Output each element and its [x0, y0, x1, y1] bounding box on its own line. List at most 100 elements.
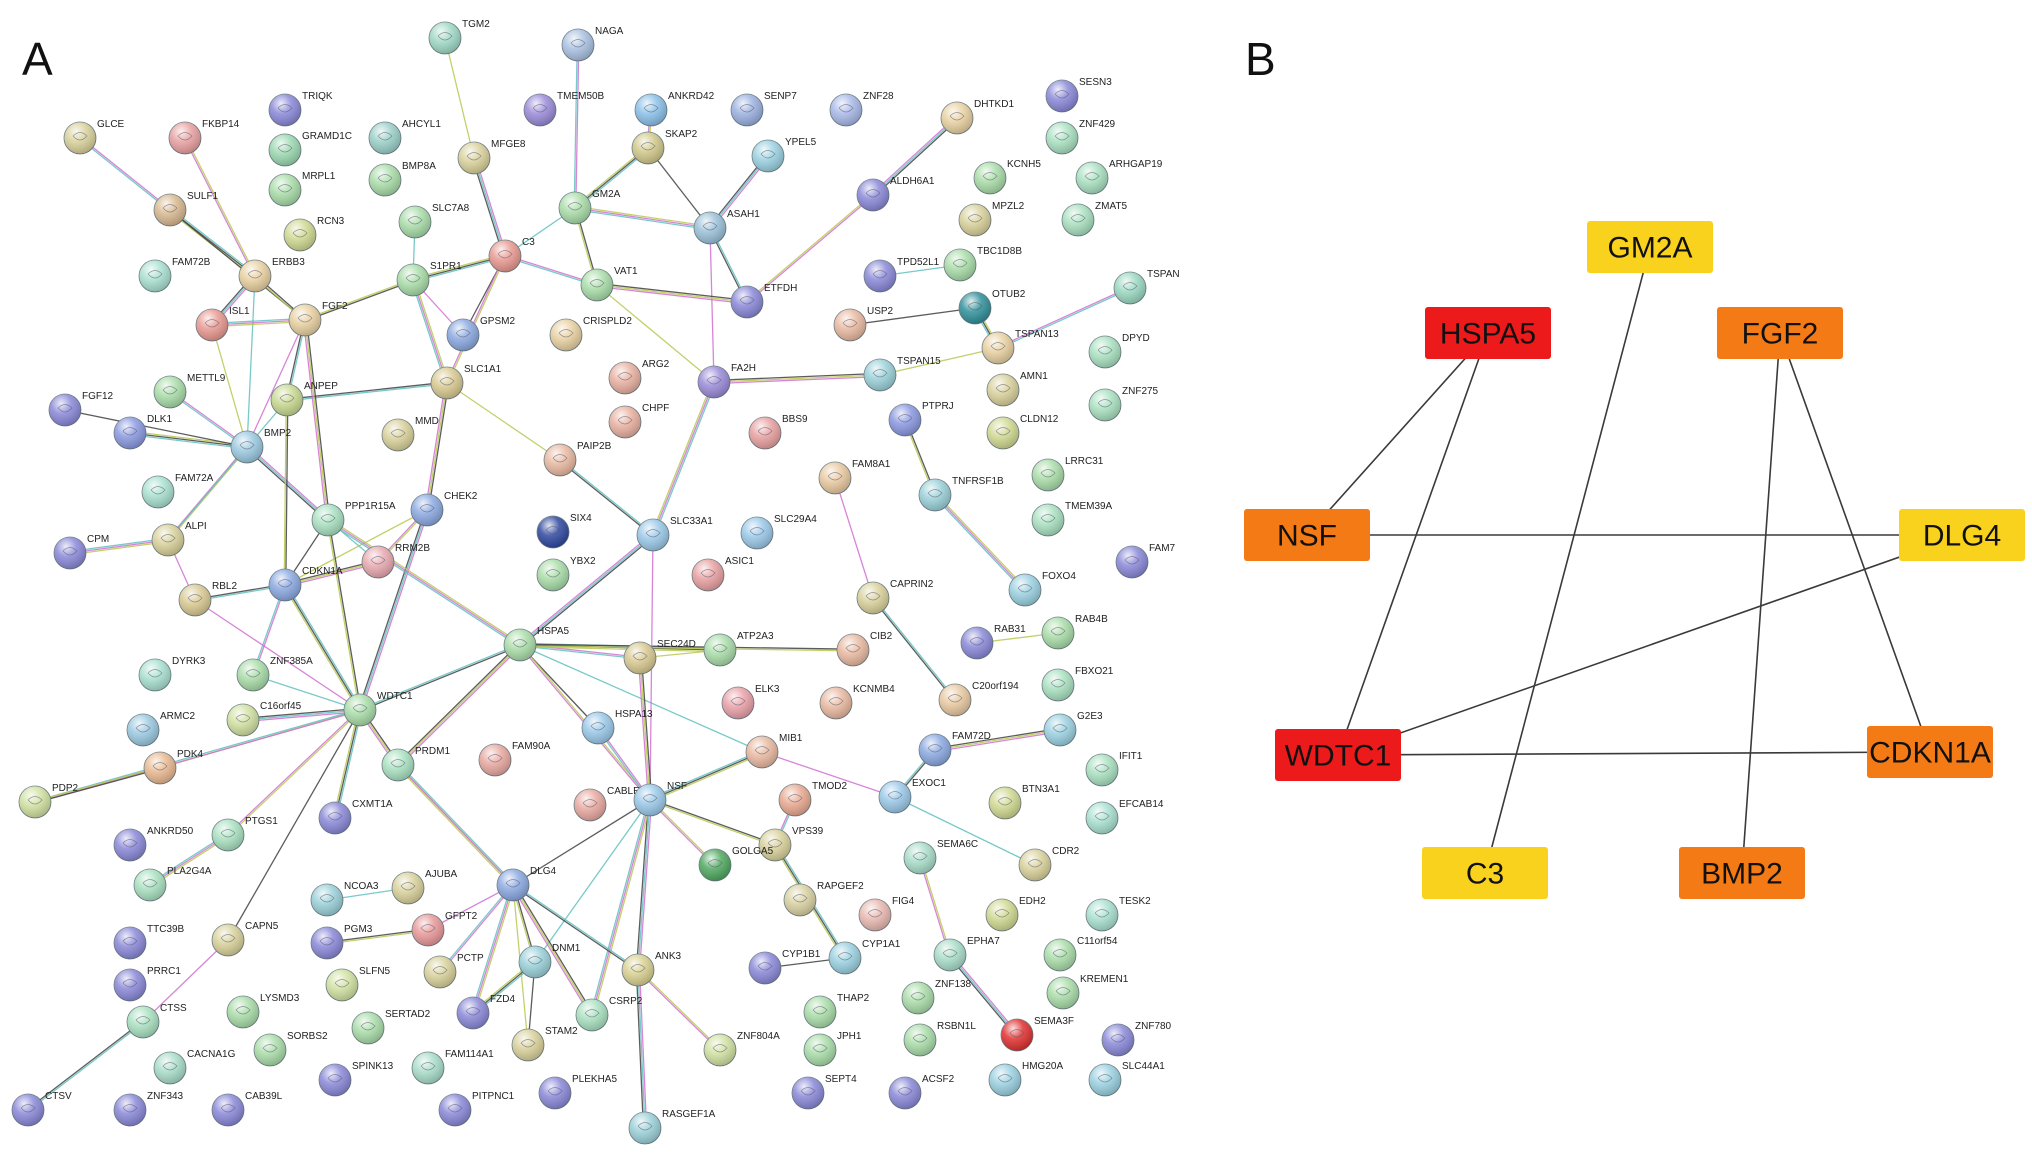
protein-node-alpi[interactable]: ALPI [151, 521, 207, 557]
protein-node-slc33a1[interactable]: SLC33A1 [636, 516, 713, 552]
protein-node-mettl9[interactable]: METTL9 [153, 373, 226, 409]
protein-node-s1pr1[interactable]: S1PR1 [396, 261, 462, 297]
protein-node-cyp1a1[interactable]: CYP1A1 [828, 939, 901, 975]
protein-node-fam8a1[interactable]: FAM8A1 [818, 459, 891, 495]
protein-node-c20orf194[interactable]: C20orf194 [938, 681, 1019, 717]
protein-node-amn1[interactable]: AMN1 [986, 371, 1048, 407]
protein-node-znf429[interactable]: ZNF429 [1045, 119, 1116, 155]
protein-node-stam2[interactable]: STAM2 [511, 1026, 578, 1062]
protein-node-pla2g4a[interactable]: PLA2G4A [133, 866, 212, 902]
protein-node-cables1[interactable]: CABLES1 [573, 786, 652, 822]
protein-node-cyp1b1[interactable]: CYP1B1 [748, 949, 821, 985]
hub-node-fgf2[interactable]: FGF2 [1717, 307, 1843, 359]
protein-node-gm2a[interactable]: GM2A [558, 189, 621, 225]
protein-node-pctp[interactable]: PCTP [423, 953, 484, 989]
protein-node-dpyd[interactable]: DPYD [1088, 333, 1150, 369]
protein-node-cxmt1a[interactable]: CXMT1A [318, 799, 393, 835]
protein-node-znf28[interactable]: ZNF28 [829, 91, 894, 127]
protein-node-chek2[interactable]: CHEK2 [410, 491, 478, 527]
protein-node-golga5[interactable]: GOLGA5 [698, 846, 774, 882]
protein-node-gfpt2[interactable]: GFPT2 [411, 911, 478, 947]
protein-node-mib1[interactable]: MIB1 [745, 733, 803, 769]
protein-node-sulf1[interactable]: SULF1 [153, 191, 219, 227]
protein-node-g2e3[interactable]: G2E3 [1043, 711, 1103, 747]
protein-node-bbs9[interactable]: BBS9 [748, 414, 808, 450]
protein-node-ahcyl1[interactable]: AHCYL1 [368, 119, 441, 155]
protein-node-rcn3[interactable]: RCN3 [283, 216, 345, 252]
protein-node-rbl2[interactable]: RBL2 [178, 581, 237, 617]
protein-node-gramd1c[interactable]: GRAMD1C [268, 131, 352, 167]
protein-node-skap2[interactable]: SKAP2 [631, 129, 698, 165]
protein-node-mmd[interactable]: MMD [381, 416, 439, 452]
protein-node-c11orf54[interactable]: C11orf54 [1043, 936, 1118, 972]
protein-node-acsf2[interactable]: ACSF2 [888, 1074, 955, 1110]
protein-node-tbc1d8b[interactable]: TBC1D8B [943, 246, 1022, 282]
protein-node-rab31[interactable]: RAB31 [960, 624, 1026, 660]
protein-node-slfn5[interactable]: SLFN5 [325, 966, 391, 1002]
protein-node-asic1[interactable]: ASIC1 [691, 556, 754, 592]
protein-node-ptprj[interactable]: PTPRJ [888, 401, 954, 437]
protein-node-ctss[interactable]: CTSS [126, 1003, 187, 1039]
hub-node-dlg4[interactable]: DLG4 [1899, 509, 2025, 561]
protein-node-pitpnc1[interactable]: PITPNC1 [438, 1091, 515, 1127]
protein-node-dyrk3[interactable]: DYRK3 [138, 656, 206, 692]
protein-node-ptgs1[interactable]: PTGS1 [211, 816, 278, 852]
protein-node-dhtkd1[interactable]: DHTKD1 [940, 99, 1014, 135]
protein-node-etfdh[interactable]: ETFDH [730, 283, 797, 319]
protein-node-csrp2[interactable]: CSRP2 [575, 996, 643, 1032]
protein-node-slc29a4[interactable]: SLC29A4 [740, 514, 817, 550]
protein-node-dnm1[interactable]: DNM1 [518, 943, 581, 979]
protein-node-chpf[interactable]: CHPF [608, 403, 669, 439]
protein-node-exoc1[interactable]: EXOC1 [878, 778, 946, 814]
protein-node-wdtc1[interactable]: WDTC1 [343, 691, 413, 727]
protein-node-cdkn1a[interactable]: CDKN1A [268, 566, 343, 602]
protein-node-kcnmb4[interactable]: KCNMB4 [819, 684, 895, 720]
protein-node-ctsv[interactable]: CTSV [11, 1091, 72, 1127]
protein-node-cib2[interactable]: CIB2 [836, 631, 893, 667]
protein-node-rab4b[interactable]: RAB4B [1041, 614, 1108, 650]
protein-node-tmem50b[interactable]: TMEM50B [523, 91, 605, 127]
protein-node-erbb3[interactable]: ERBB3 [238, 257, 305, 293]
protein-node-fgf2[interactable]: FGF2 [288, 301, 348, 337]
protein-node-znf385a[interactable]: ZNF385A [236, 656, 313, 692]
protein-node-btn3a1[interactable]: BTN3A1 [988, 784, 1060, 820]
protein-node-foxo4[interactable]: FOXO4 [1008, 571, 1076, 607]
protein-node-sertad2[interactable]: SERTAD2 [351, 1009, 431, 1045]
protein-node-znf780[interactable]: ZNF780 [1101, 1021, 1172, 1057]
protein-node-fam72b[interactable]: FAM72B [138, 257, 211, 293]
protein-node-ypel5[interactable]: YPEL5 [751, 137, 817, 173]
protein-node-fkbp14[interactable]: FKBP14 [168, 119, 240, 155]
protein-node-c16orf45[interactable]: C16orf45 [226, 701, 302, 737]
protein-node-otub2[interactable]: OTUB2 [958, 289, 1026, 325]
protein-node-fam72a[interactable]: FAM72A [141, 473, 214, 509]
protein-node-dlk1[interactable]: DLK1 [113, 414, 172, 450]
protein-node-mfge8[interactable]: MFGE8 [457, 139, 526, 175]
protein-node-zmat5[interactable]: ZMAT5 [1061, 201, 1127, 237]
protein-node-sema6c[interactable]: SEMA6C [903, 839, 978, 875]
protein-node-fam7[interactable]: FAM7 [1115, 543, 1176, 579]
protein-node-nsf[interactable]: NSF [633, 781, 687, 817]
protein-node-naga[interactable]: NAGA [561, 26, 624, 62]
protein-node-ifit1[interactable]: IFIT1 [1085, 751, 1143, 787]
protein-node-capn5[interactable]: CAPN5 [211, 921, 279, 957]
protein-node-fa2h[interactable]: FA2H [697, 363, 756, 399]
protein-node-arhgap19[interactable]: ARHGAP19 [1075, 159, 1163, 195]
protein-node-fbxo21[interactable]: FBXO21 [1041, 666, 1114, 702]
protein-node-ankrd50[interactable]: ANKRD50 [113, 826, 194, 862]
protein-node-ankrd42[interactable]: ANKRD42 [634, 91, 715, 127]
protein-node-dlg4[interactable]: DLG4 [496, 866, 557, 902]
protein-node-tspan[interactable]: TSPAN [1113, 269, 1180, 305]
protein-node-plekha5[interactable]: PLEKHA5 [538, 1074, 617, 1110]
protein-node-rrm2b[interactable]: RRM2B [361, 543, 430, 579]
protein-node-six4[interactable]: SIX4 [536, 513, 592, 549]
protein-node-tspan13[interactable]: TSPAN13 [981, 329, 1059, 365]
protein-node-cacna1g[interactable]: CACNA1G [153, 1049, 236, 1085]
protein-node-pdp2[interactable]: PDP2 [18, 783, 79, 819]
protein-node-slc1a1[interactable]: SLC1A1 [430, 364, 502, 400]
protein-node-vps39[interactable]: VPS39 [758, 826, 824, 862]
protein-node-fgf12[interactable]: FGF12 [48, 391, 114, 427]
protein-node-sec24d[interactable]: SEC24D [623, 639, 696, 675]
protein-node-elk3[interactable]: ELK3 [721, 684, 780, 720]
protein-node-hmg20a[interactable]: HMG20A [988, 1061, 1063, 1097]
protein-node-znf343[interactable]: ZNF343 [113, 1091, 184, 1127]
